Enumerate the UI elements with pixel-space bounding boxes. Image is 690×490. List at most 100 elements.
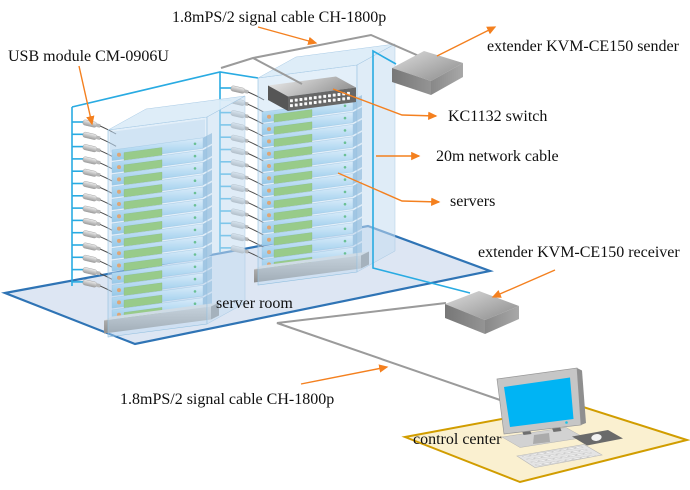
label-kc1132-switch: KC1132 switch [448,108,547,125]
server-power-dot [267,127,271,132]
keyboard-key [553,457,562,460]
server-front-panel [273,133,313,147]
rack-casing-side [206,95,246,325]
server-status-led [193,302,197,306]
server-power-dot [117,238,121,243]
keyboard-key [545,458,555,461]
signal-cable-bottom [276,302,504,402]
server-status-led [193,290,197,293]
server-power-dot [267,164,271,168]
connector-cable [247,153,265,162]
server-status-led [193,265,197,269]
server-status-led [193,167,197,170]
connector-cable [247,202,265,212]
keyboard-key [538,459,547,462]
server-power-dot [267,200,271,205]
sender-front-left [392,68,431,95]
keyboard-key [559,448,569,451]
server-status-led [343,129,347,132]
switch-port [294,103,298,107]
keyboard-key [557,459,567,463]
kvm-sender-device [392,51,463,95]
connector-cable [247,177,265,187]
connector-cable [247,251,265,261]
keyboard-key [536,452,546,455]
receiver-front-right [485,306,519,334]
arrow-sender [436,26,497,57]
server-status-led [193,253,197,256]
server-front-panel [123,171,163,185]
switch-port [337,97,341,101]
switch-left [268,85,288,111]
server-rack-left [104,95,246,338]
switch-port [323,99,327,103]
rack-base-front [254,255,361,283]
sender-front-right [431,63,463,95]
usb-connector-module [82,168,101,177]
control-computer [496,367,623,468]
rack-inner-shadow [110,119,205,153]
server-front-panel [123,294,163,308]
server-power-dot [267,188,271,193]
server-front-panel [123,245,163,259]
keyboard-key [534,463,544,466]
server-front-panel [273,244,313,258]
server-status-led [343,104,347,108]
server-status-led [193,216,197,219]
switch-port [313,96,317,100]
server-front-panel [273,146,313,160]
arrow-signal-cable-top [257,26,318,45]
keyboard-key [530,460,540,463]
server-front-panel [123,159,163,173]
connector-cable [247,103,265,113]
signal-cable-top [220,33,420,85]
server-status-led [343,252,347,255]
switch-port [323,94,327,98]
server-status-led [193,179,197,182]
keyboard-key [529,453,539,456]
server-power-dot [267,250,271,255]
label-signal-cable-top: 1.8mPS/2 signal cable CH-1800p [172,9,386,26]
keyboard-key [572,457,582,460]
switch-port [290,99,293,103]
server-power-dot [117,189,121,194]
server-power-dot [117,288,121,293]
server-front-panel [123,221,163,235]
keyboard-key [575,453,585,456]
arrow-usb-module [78,65,95,126]
usb-ladder-left [71,107,117,295]
server-power-dot [267,139,271,144]
usb-connector-module [82,230,101,239]
connector-cable [247,128,265,138]
connector-cable [247,140,265,150]
label-control-center: control center [413,431,502,448]
server-front-panel [273,183,313,197]
server-power-dot [117,202,121,206]
server-front-panel [123,208,163,222]
server-unit [261,119,362,148]
server-power-dot [117,300,121,305]
server-front-panel [273,195,313,209]
receiver-top [445,291,519,320]
usb-connector-module [82,218,101,226]
server-power-dot [267,151,271,156]
switch-port [337,93,341,97]
server-status-led [343,227,347,231]
monitor-stand [533,433,550,444]
server-room-floor [1,224,494,346]
usb-connector-module [230,85,249,94]
keyboard-key [564,458,574,461]
server-power-dot [117,177,121,182]
switch-port [309,101,312,105]
switch-port [304,102,308,106]
server-power-dot [267,114,271,119]
arrow-servers [337,172,441,206]
arrow-switch [332,88,438,120]
receiver-front-left [445,304,485,334]
server-front-panel [273,170,313,184]
keyboard-key [560,455,570,458]
keyboard-key [579,456,589,459]
switch-port [304,97,308,101]
usb-connector-module [82,279,101,288]
